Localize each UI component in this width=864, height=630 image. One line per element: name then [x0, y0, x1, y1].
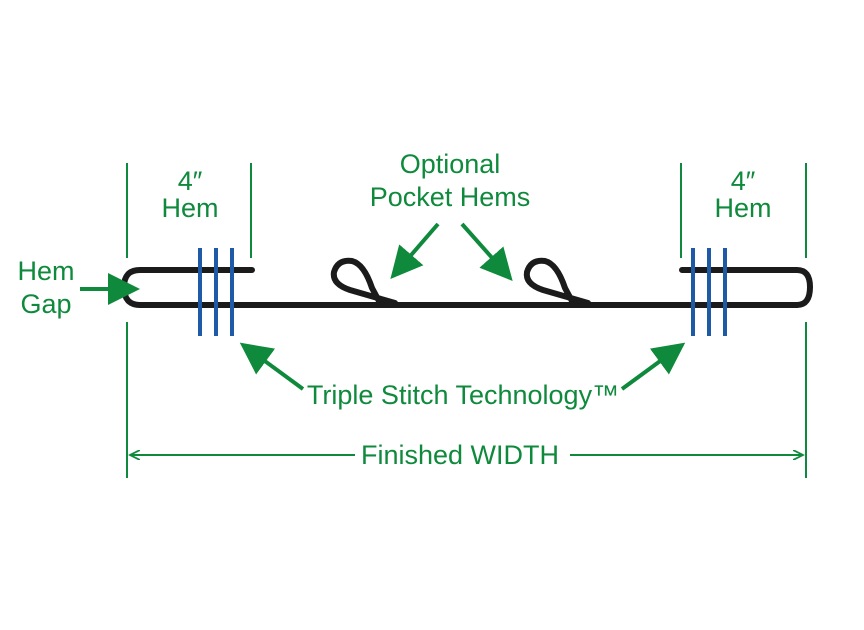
hem-gap-label-line1: Hem: [17, 256, 74, 286]
left-triple-stitch: [198, 248, 234, 336]
right-hem-word: Hem: [714, 193, 771, 223]
stitch-arrow-left: [239, 342, 305, 391]
finished-width-label: Finished WIDTH: [361, 440, 559, 470]
hem-gap-label-line2: Gap: [20, 289, 71, 319]
pocket-arrow-left: [390, 222, 440, 280]
optional-label-line1: Optional: [400, 149, 501, 179]
triple-stitch-label: Triple Stitch Technology™: [307, 380, 619, 410]
pocket-arrow-right: [460, 222, 513, 281]
left-hem-word: Hem: [161, 193, 218, 223]
right-hem-size: 4″: [731, 166, 756, 196]
optional-label-line2: Pocket Hems: [370, 182, 531, 212]
stitch-arrow-right: [620, 342, 686, 391]
left-hem-size: 4″: [178, 166, 203, 196]
right-triple-stitch: [691, 248, 727, 336]
